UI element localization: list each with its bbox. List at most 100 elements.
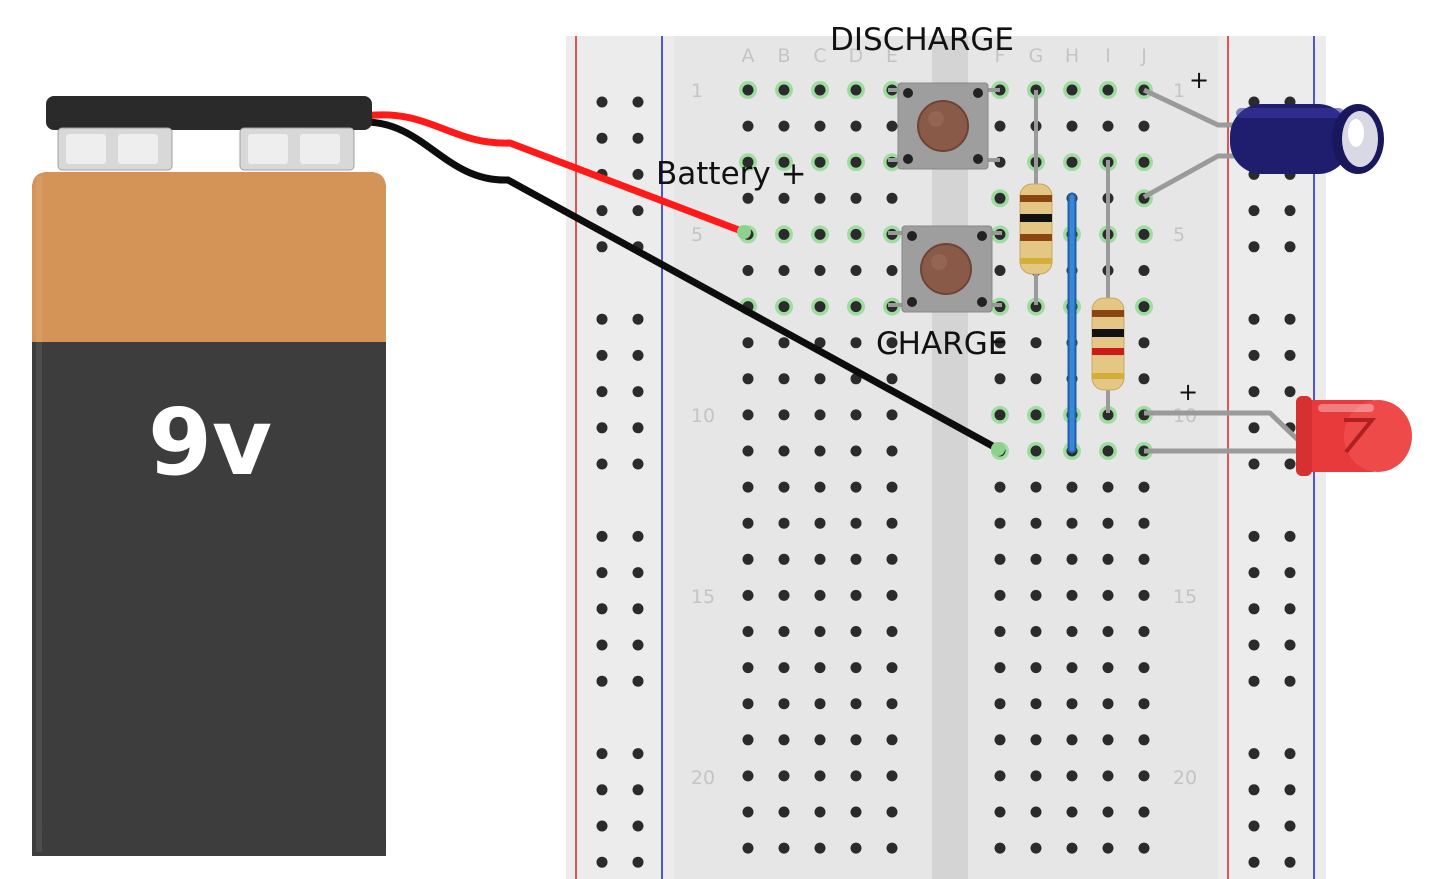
hole — [814, 120, 826, 132]
hole — [1030, 553, 1042, 565]
hole — [742, 84, 754, 96]
hole — [886, 445, 898, 457]
hole — [1138, 589, 1150, 601]
hole — [850, 698, 862, 710]
hole — [632, 132, 644, 144]
hole — [1030, 806, 1042, 818]
hole — [1138, 265, 1150, 276]
hole — [596, 748, 608, 760]
hole — [994, 337, 1006, 349]
hole — [742, 445, 754, 457]
hole — [994, 662, 1006, 674]
hole — [1102, 626, 1114, 637]
row-number-right: 15 — [1173, 586, 1197, 608]
hole — [850, 842, 862, 854]
hole — [1138, 156, 1150, 168]
row-number-right: 10 — [1173, 405, 1197, 427]
hole — [1066, 734, 1078, 746]
column-label: B — [777, 45, 790, 67]
hole — [1102, 806, 1114, 818]
hole — [596, 422, 608, 434]
hole — [1138, 373, 1150, 385]
hole — [1138, 301, 1150, 313]
hole — [1248, 675, 1260, 687]
hole — [1284, 603, 1296, 615]
column-label: F — [995, 45, 1006, 67]
hole — [886, 806, 898, 818]
hole — [994, 553, 1006, 565]
hole — [850, 265, 862, 276]
column-label: J — [1140, 45, 1147, 67]
hole — [994, 409, 1006, 421]
hole — [886, 337, 898, 349]
hole — [994, 806, 1006, 818]
hole — [886, 192, 898, 204]
hole — [1284, 639, 1296, 651]
hole — [1102, 120, 1114, 132]
hole — [994, 734, 1006, 746]
hole — [814, 301, 826, 313]
hole — [632, 313, 644, 325]
hole — [994, 626, 1006, 637]
hole — [814, 806, 826, 818]
hole — [1102, 662, 1114, 674]
hole — [632, 675, 644, 687]
row-number-right: 20 — [1173, 767, 1197, 789]
column-label: C — [813, 45, 826, 67]
hole — [1030, 698, 1042, 710]
hole — [814, 842, 826, 854]
hole — [742, 806, 754, 818]
hole — [814, 265, 826, 276]
hole — [778, 301, 790, 313]
hole — [742, 409, 754, 421]
hole — [632, 784, 644, 796]
hole — [886, 481, 898, 493]
column-label: D — [849, 45, 864, 67]
battery-plus-label: Battery + — [656, 156, 807, 192]
hole — [742, 842, 754, 854]
hole — [850, 84, 862, 96]
hole — [814, 84, 826, 96]
hole — [1030, 373, 1042, 385]
hole — [1138, 662, 1150, 674]
hole — [1284, 820, 1296, 832]
hole — [1102, 84, 1114, 96]
hole — [1030, 626, 1042, 637]
hole — [1030, 770, 1042, 782]
hole — [778, 626, 790, 637]
hole — [886, 662, 898, 674]
hole — [1248, 530, 1260, 542]
discharge-label: DISCHARGE — [830, 22, 1014, 58]
hole — [1284, 458, 1296, 470]
hole — [850, 734, 862, 746]
led — [1144, 396, 1412, 476]
hole — [1030, 337, 1042, 349]
hole — [1248, 422, 1260, 434]
hole — [742, 734, 754, 746]
hole — [814, 553, 826, 565]
hole — [778, 734, 790, 746]
hole — [886, 698, 898, 710]
hole — [994, 120, 1006, 132]
hole — [1066, 517, 1078, 529]
hole — [994, 192, 1006, 204]
hole — [886, 589, 898, 601]
hole — [742, 589, 754, 601]
hole — [1066, 770, 1078, 782]
hole — [596, 856, 608, 868]
hole — [994, 265, 1006, 276]
hole — [1066, 84, 1078, 96]
battery-wires — [361, 111, 1005, 456]
hole — [778, 698, 790, 710]
hole — [778, 228, 790, 240]
hole — [814, 662, 826, 674]
hole — [1138, 734, 1150, 746]
hole — [850, 301, 862, 313]
hole — [778, 84, 790, 96]
column-label: I — [1105, 45, 1111, 67]
hole — [1066, 481, 1078, 493]
hole — [814, 337, 826, 349]
hole — [596, 241, 608, 253]
hole — [1030, 445, 1042, 457]
